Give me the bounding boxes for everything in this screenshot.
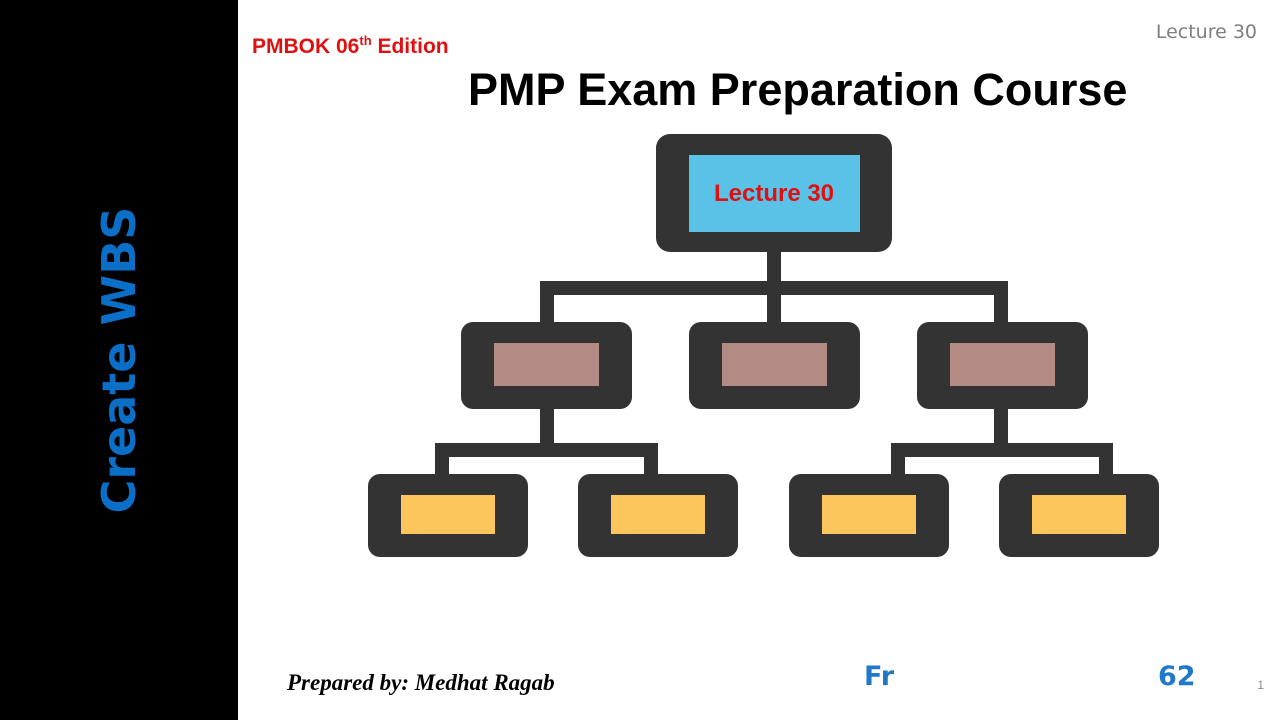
course-title: PMP Exam Preparation Course: [468, 64, 1128, 115]
edition-suffix: th: [359, 33, 372, 48]
level2-box-center: [722, 343, 827, 386]
level3-box-2: [611, 495, 705, 534]
edition-rest: Edition: [371, 35, 449, 58]
root-box: [689, 155, 860, 232]
level3-box-4: [1032, 495, 1126, 534]
wbs-connectors: [435, 252, 1113, 476]
wbs-hierarchy-graphic: [368, 134, 1159, 557]
edition-label: PMBOK 06th Edition: [252, 33, 449, 59]
wbs-level2-nodes: [461, 322, 1088, 409]
prepared-by: Prepared by: Medhat Ragab: [287, 670, 555, 695]
sidebar: Create WBS: [0, 0, 238, 720]
wbs-level3-nodes: [368, 474, 1159, 557]
page-number: 1: [1257, 678, 1264, 692]
footer-fragment-right: 62: [1158, 661, 1196, 692]
level3-box-3: [822, 495, 916, 534]
footer-fragment-left: Fr: [864, 661, 895, 692]
level2-box-right: [950, 343, 1055, 386]
sidebar-title: Create WBS: [92, 206, 146, 514]
wbs-diagram: Lecture 30: [368, 134, 1160, 558]
lecture-tag: Lecture 30: [1155, 21, 1257, 43]
edition-prefix: PMBOK 06: [252, 35, 360, 58]
root-node-label: Lecture 30: [713, 180, 835, 207]
wbs-root-node: [656, 134, 892, 252]
level2-box-left: [494, 343, 599, 386]
level3-box-1: [401, 495, 495, 534]
